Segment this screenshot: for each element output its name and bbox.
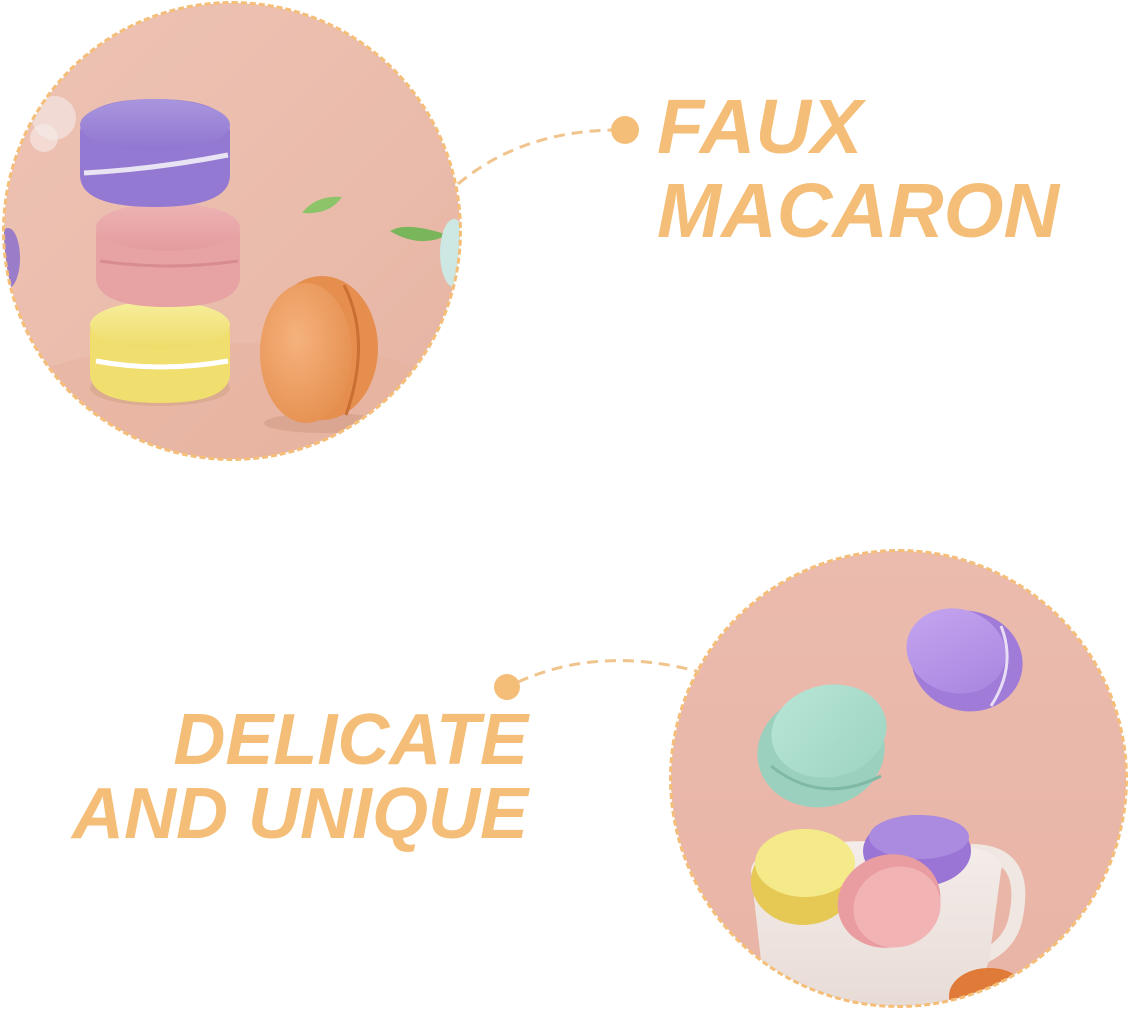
macaron-cup-photo (671, 551, 1126, 1006)
headline-line: FAUX (657, 84, 863, 170)
callout-line-1 (457, 128, 613, 186)
macaron-cup-illustration (671, 551, 1126, 1006)
yellow-macaron (90, 301, 230, 406)
headline-line: AND UNIQUE (71, 774, 528, 854)
callout-line-2 (517, 659, 701, 684)
yellow-cup-macaron (751, 829, 855, 925)
callout-dot-2 (494, 674, 520, 700)
callout-dot-1 (611, 116, 639, 144)
purple-floating-macaron (906, 608, 1023, 712)
pink-macaron (96, 203, 240, 307)
headline-faux-macaron: FAUX MACARON (657, 85, 1059, 253)
purple-macaron (80, 99, 230, 207)
mint-macaron (757, 684, 887, 808)
macaron-stack-illustration (4, 3, 460, 459)
macaron-stack-photo (4, 3, 460, 459)
pink-cup-macaron (837, 854, 941, 948)
headline-delicate-and-unique: DELICATE AND UNIQUE (72, 703, 528, 851)
orange-macaron (260, 276, 384, 433)
headline-line: DELICATE (173, 700, 528, 780)
headline-line: MACARON (657, 168, 1060, 254)
